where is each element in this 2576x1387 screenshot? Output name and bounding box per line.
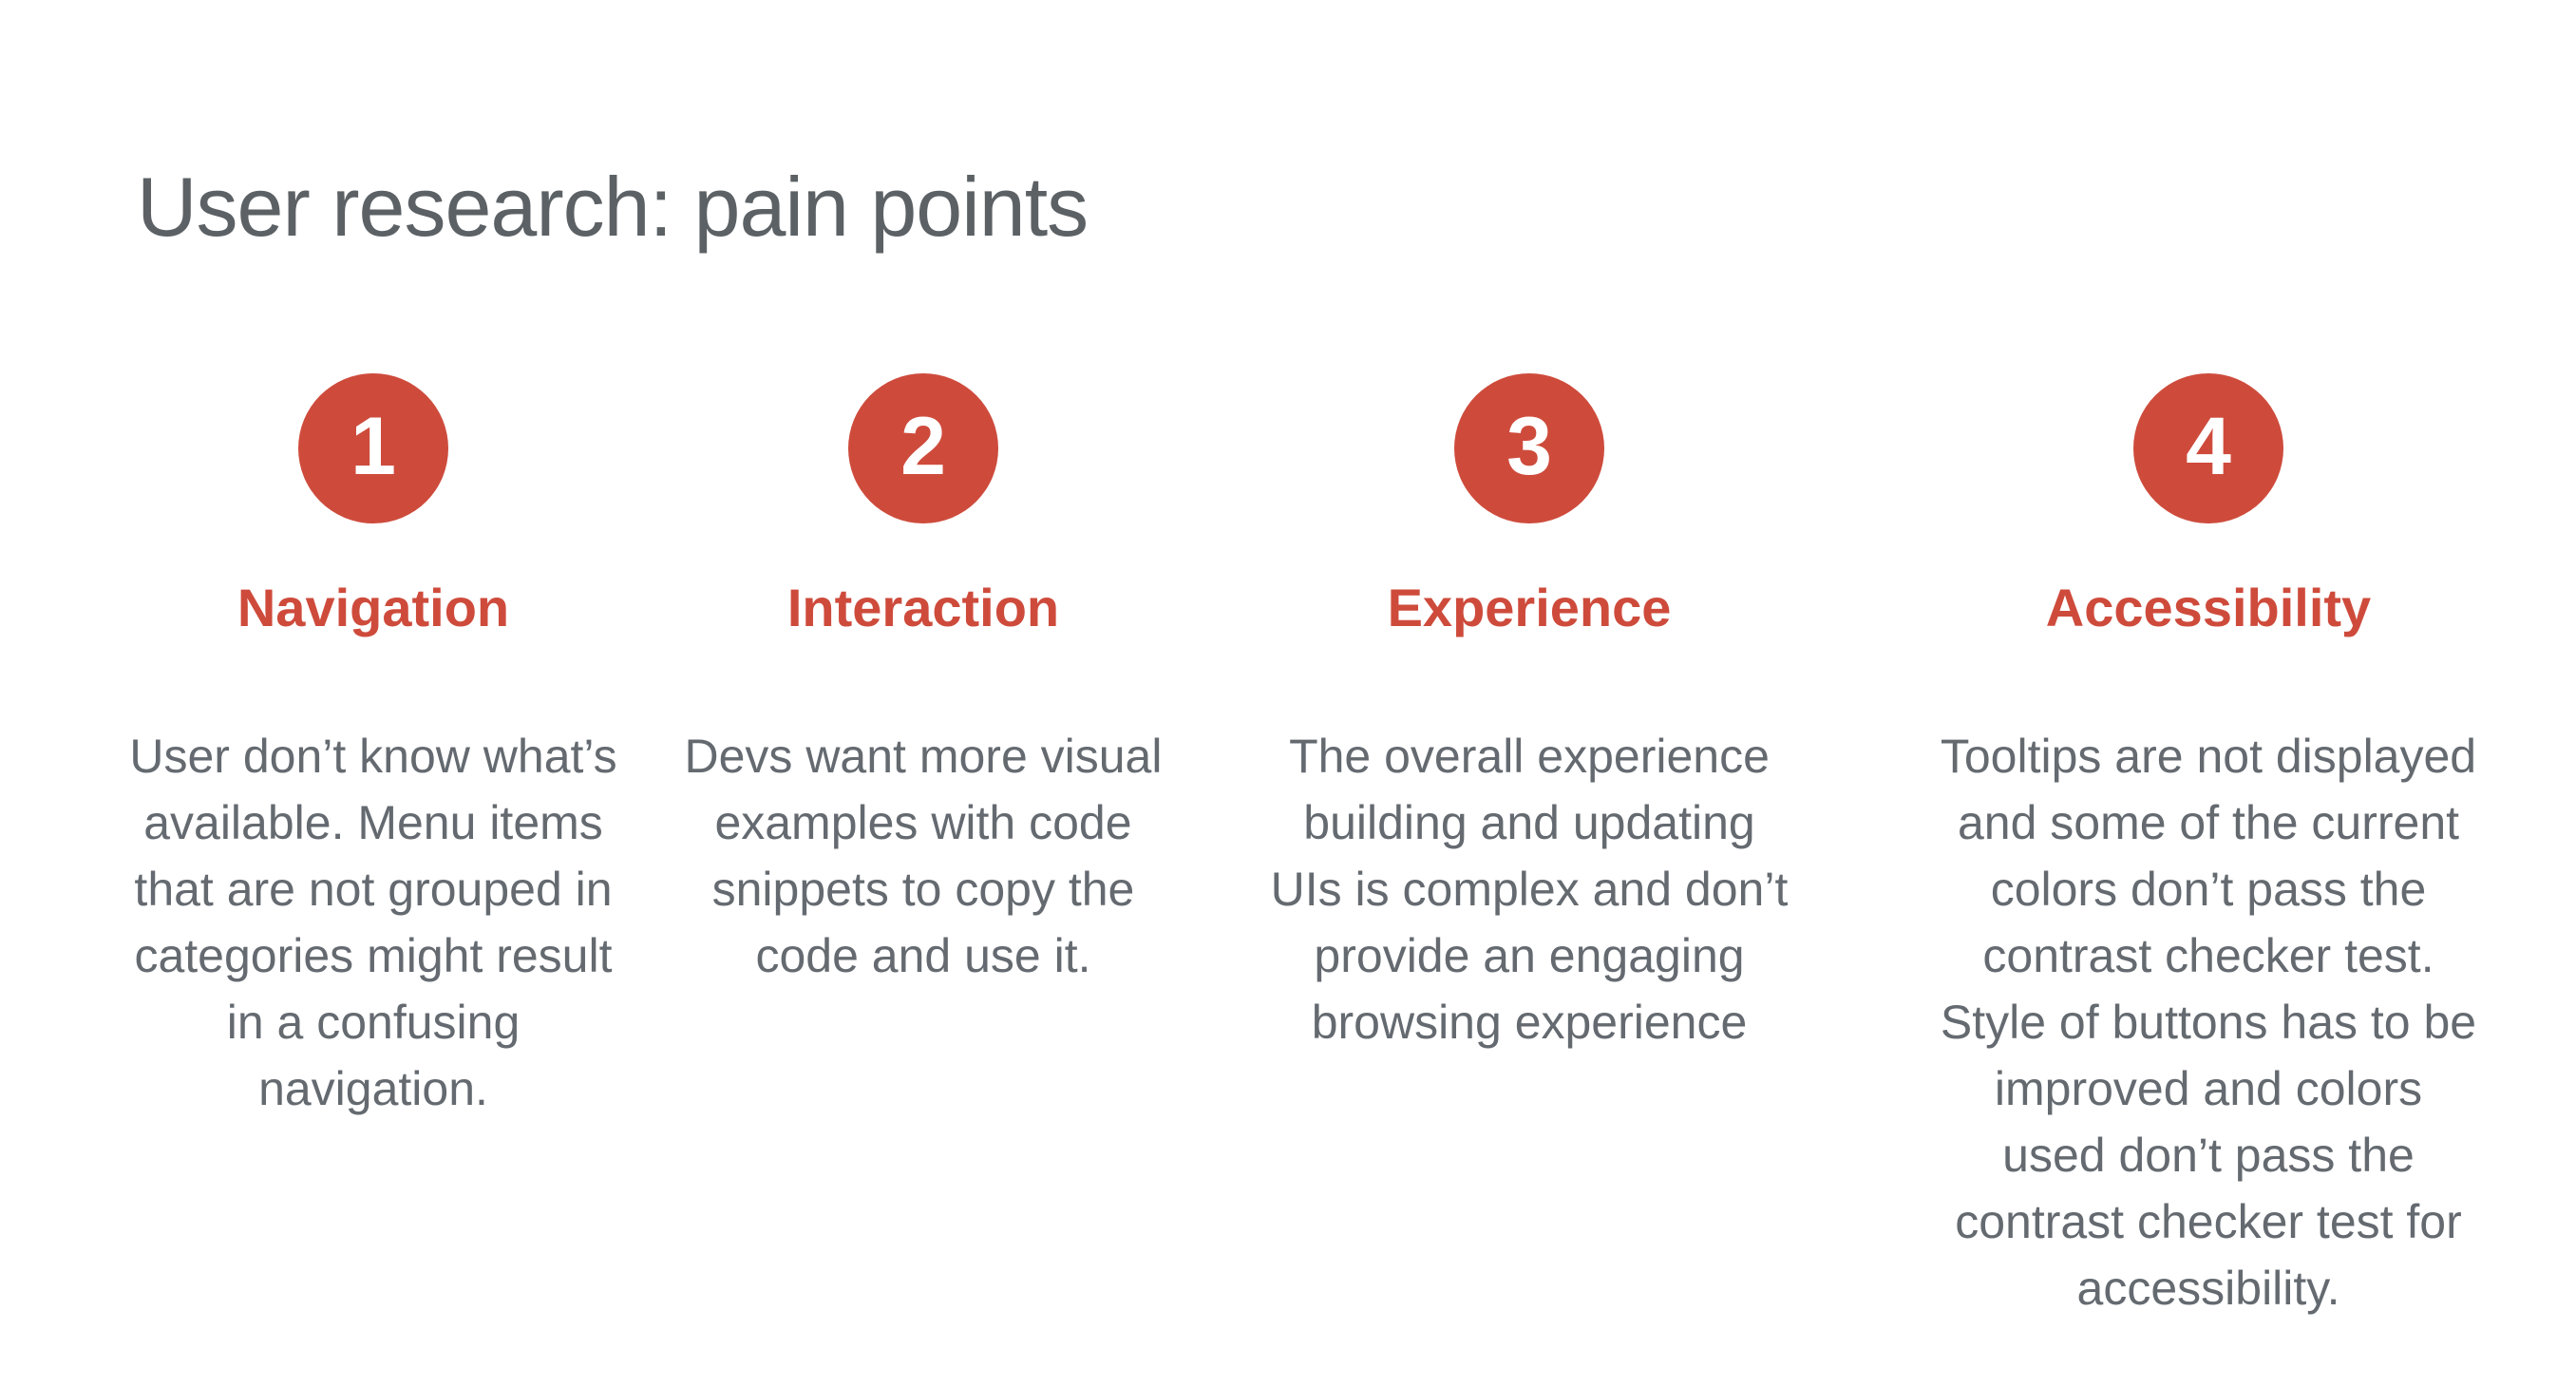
pain-point-description-interaction: Devs want more visual examples with code…	[684, 729, 1163, 982]
step-1-badge: 1	[298, 373, 448, 523]
pain-point-description-navigation: User don’t know what’s available. Menu i…	[129, 729, 617, 1115]
step-3-number: 3	[1506, 401, 1552, 492]
pain-point-heading-navigation: Navigation	[237, 578, 510, 637]
step-2-badge: 2	[848, 373, 998, 523]
pain-point-description-accessibility: Tooltips are not displayed and some of t…	[1940, 729, 2477, 1315]
step-3-badge: 3	[1454, 373, 1604, 523]
slide-title: User research: pain points	[137, 159, 1089, 254]
pain-point-column-accessibility: 4 Accessibility Tooltips are not display…	[1938, 373, 2479, 1321]
pain-point-description-experience: The overall experience building and upda…	[1270, 729, 1789, 1049]
pain-point-column-experience: 3 Experience The overall experience buil…	[1263, 373, 1795, 1055]
step-4-number: 4	[2186, 401, 2231, 492]
pain-point-heading-experience: Experience	[1387, 578, 1672, 637]
pain-point-heading-interaction: Interaction	[786, 578, 1060, 637]
step-1-number: 1	[350, 401, 396, 492]
pain-point-column-navigation: 1 Navigation User don’t know what’s avai…	[117, 373, 630, 1122]
pain-point-heading-accessibility: Accessibility	[2045, 578, 2372, 637]
pain-point-column-interaction: 2 Interaction Devs want more visual exam…	[676, 373, 1170, 989]
step-2-number: 2	[900, 401, 946, 492]
step-4-badge: 4	[2133, 373, 2283, 523]
